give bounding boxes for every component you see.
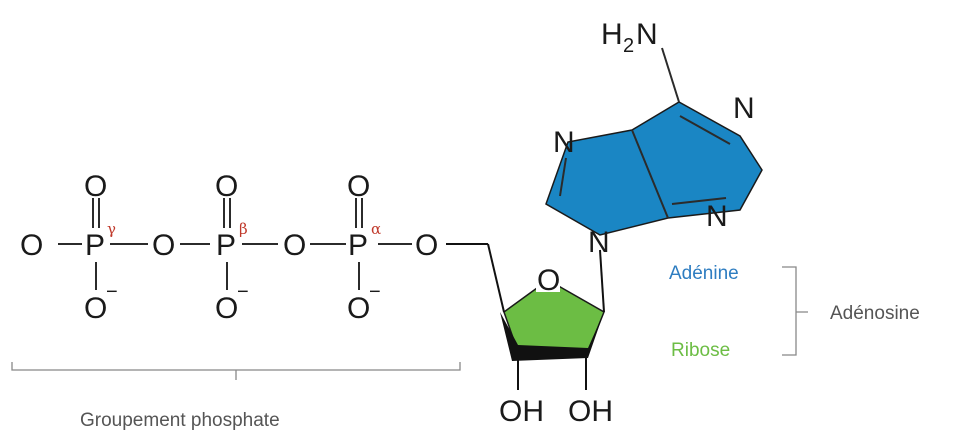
adenosine-bracket [782, 266, 808, 356]
bridge-oxygen-1: O [152, 229, 175, 262]
ch2-bond [487, 243, 505, 313]
adenine-n1: N [733, 92, 755, 125]
alpha-label: α [371, 220, 381, 238]
phosphate-chain-bonds [58, 198, 412, 290]
gamma-double-oxygen: O [84, 170, 107, 203]
alpha-double-oxygen: O [347, 170, 370, 203]
adenine-ring-fill [545, 101, 763, 236]
beta-charge: − [237, 281, 249, 303]
ribose-wedge-bond [500, 312, 604, 361]
ester-oxygen: O [415, 229, 438, 262]
ribose-ring-oxygen: O [537, 264, 560, 297]
amine-n: N [636, 18, 658, 51]
gamma-oxide: O [84, 292, 107, 325]
ribose-oh-3: OH [568, 395, 613, 428]
gamma-phosphorus: P [85, 229, 105, 262]
alpha-phosphorus: P [348, 229, 368, 262]
alpha-oxide: O [347, 292, 370, 325]
bridge-oxygen-2: O [283, 229, 306, 262]
ribose-oh-2: OH [499, 395, 544, 428]
amine-bond [661, 47, 680, 103]
adenine-n7: N [553, 126, 575, 159]
beta-label: β [239, 220, 248, 238]
terminal-oxygen: O [20, 229, 43, 262]
amine-h: H [601, 18, 623, 51]
gamma-label: γ [107, 220, 116, 238]
adenine-n3: N [706, 200, 728, 233]
adenine-double-bond [559, 157, 567, 197]
beta-phosphorus: P [216, 229, 236, 262]
adenosine-label: Adénosine [830, 303, 920, 324]
phosphate-group-label: Groupement phosphate [80, 410, 280, 431]
adenine-n9: N [588, 226, 610, 259]
ring-oxygen-bg [536, 266, 560, 292]
gamma-charge: − [106, 281, 118, 303]
adenine-label: Adénine [669, 263, 739, 284]
alpha-charge: − [369, 281, 381, 303]
amine-subscript: 2 [623, 35, 634, 57]
phosphate-bracket [11, 362, 461, 380]
beta-double-oxygen: O [215, 170, 238, 203]
ribose-label: Ribose [671, 340, 730, 361]
adenine-fusion-bond [631, 129, 669, 219]
glycosidic-bond [599, 249, 605, 313]
beta-oxide: O [215, 292, 238, 325]
adenine-double-bond [671, 197, 727, 205]
adenine-double-bond [679, 115, 731, 145]
